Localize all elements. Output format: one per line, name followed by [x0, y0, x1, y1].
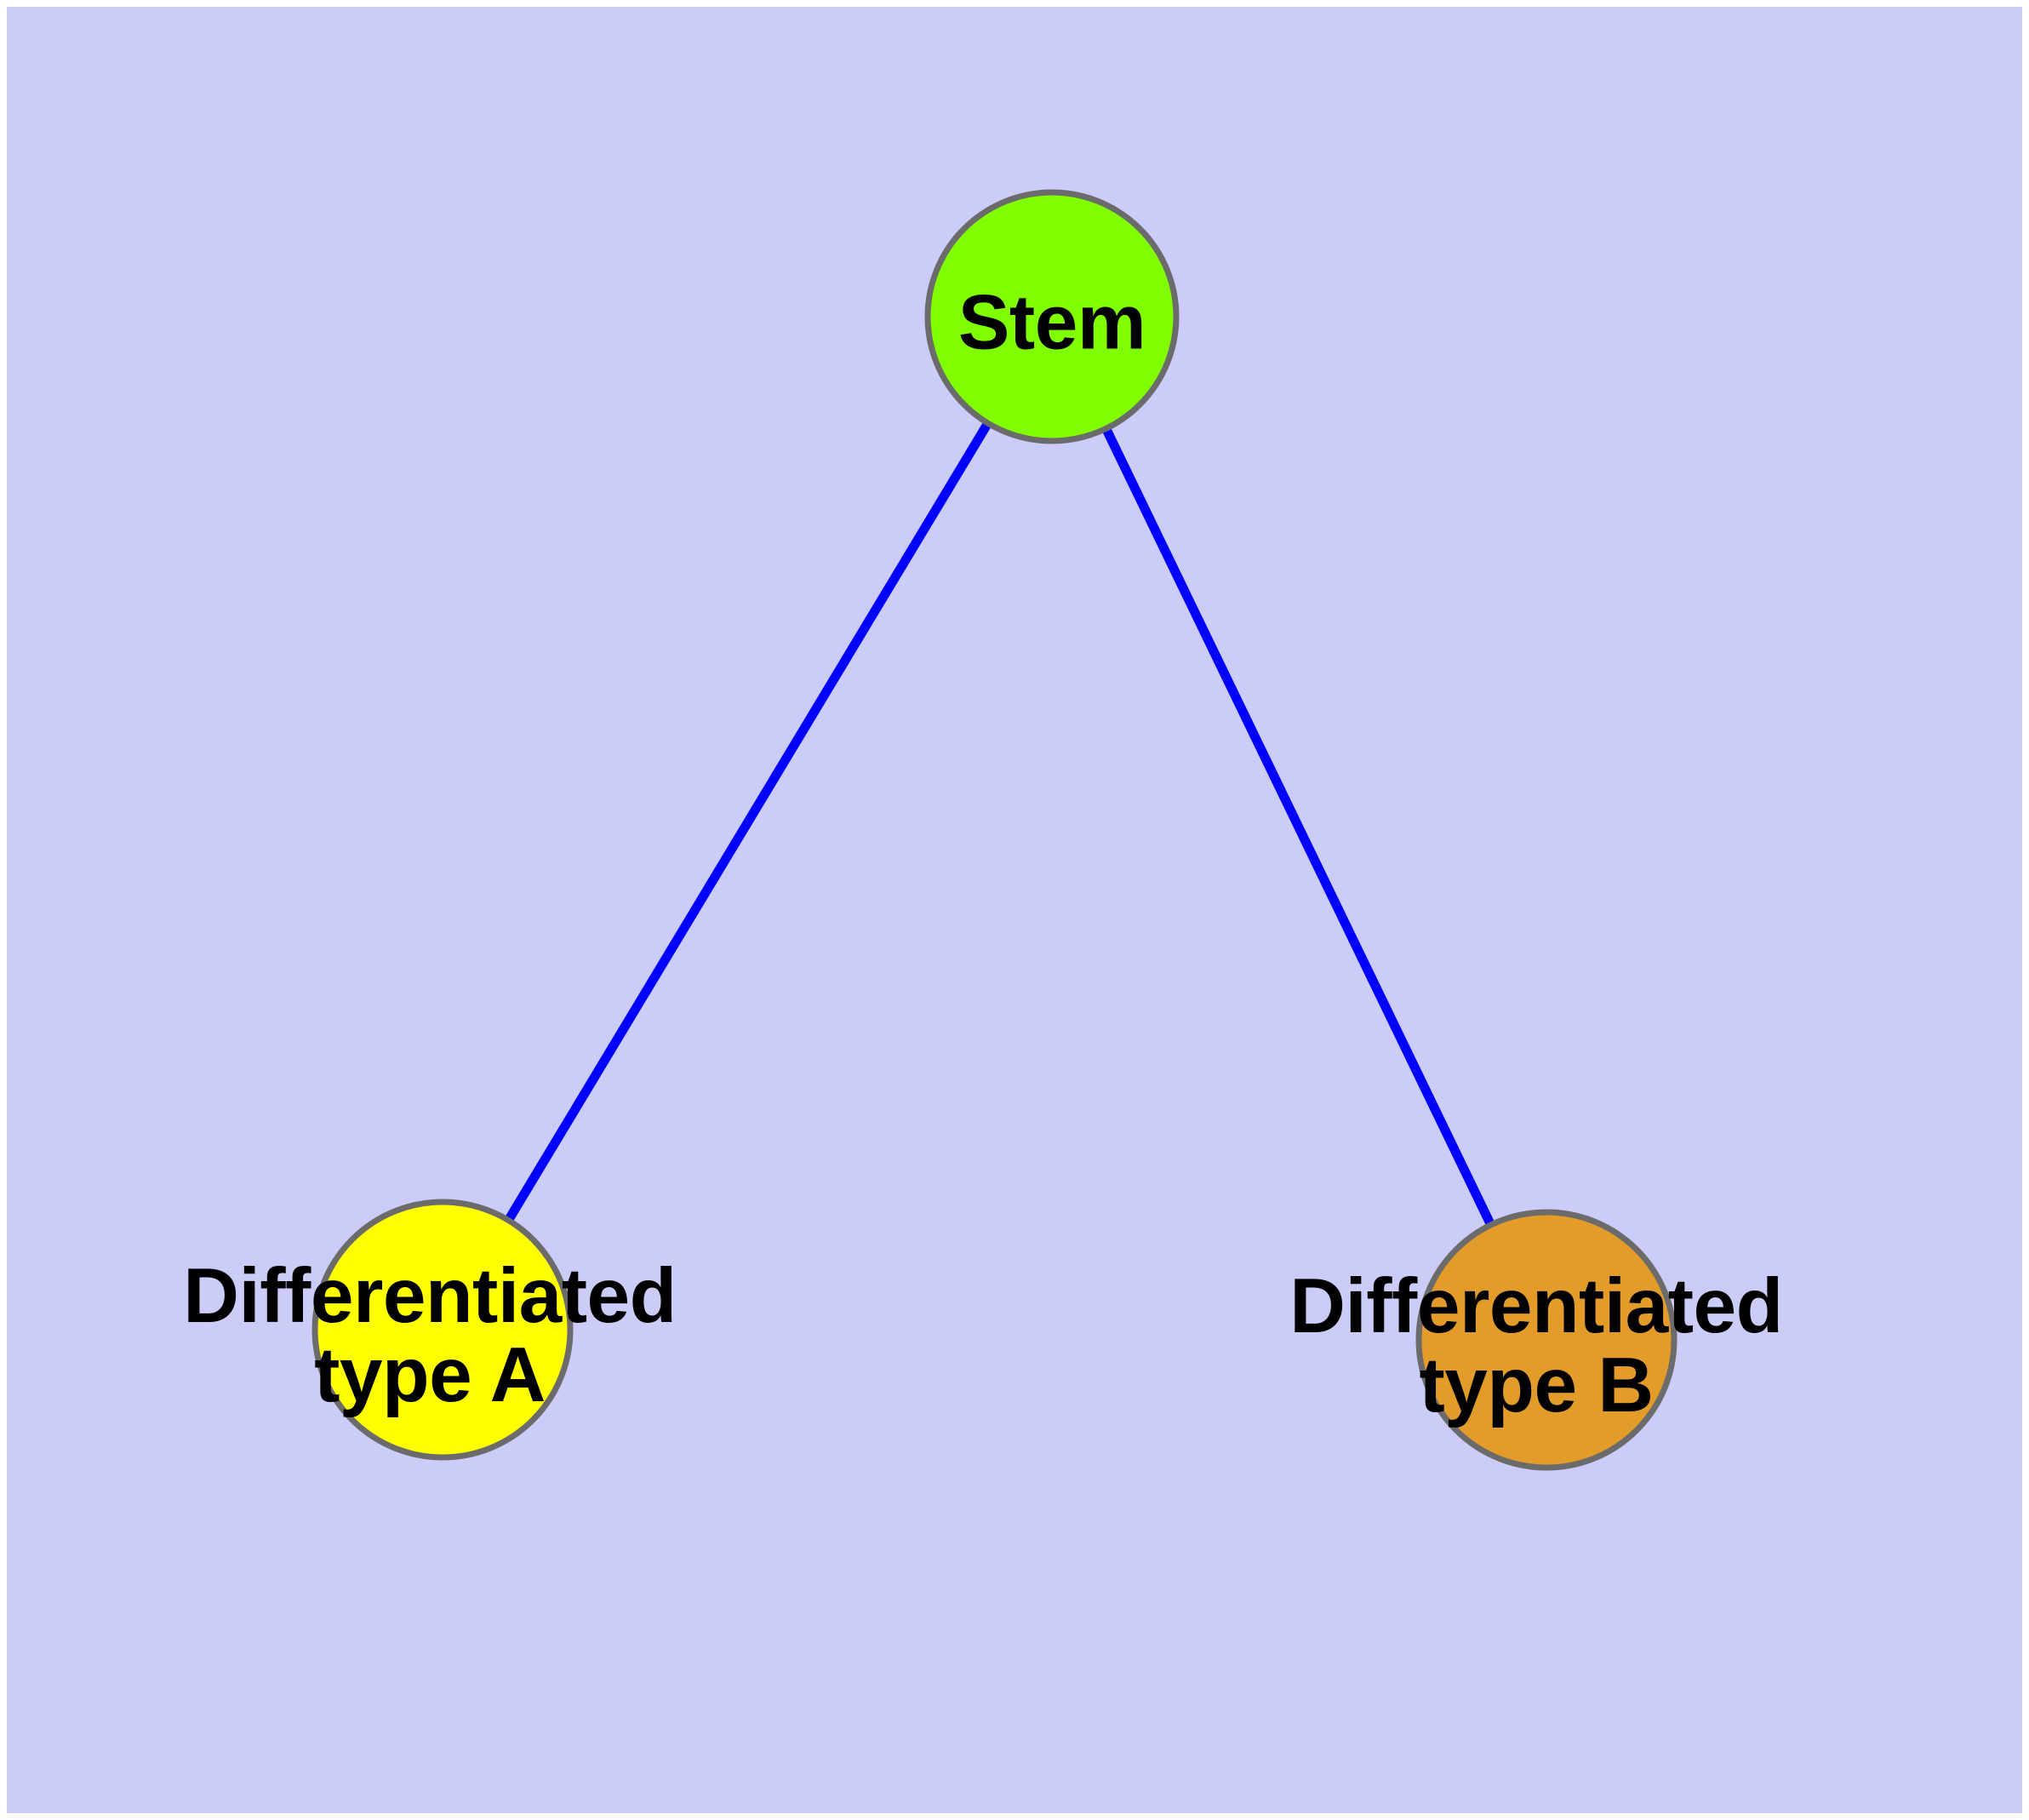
edges-group	[503, 419, 1496, 1229]
edge-stem-to-differentiated-type-a[interactable]	[503, 419, 993, 1225]
node-differentiated-type-b-circle[interactable]	[1415, 1209, 1677, 1471]
graph-svg	[311, 189, 1677, 1471]
edge-stem-to-differentiated-type-b[interactable]	[1100, 425, 1496, 1229]
node-differentiated-type-a-circle[interactable]	[311, 1199, 574, 1461]
node-stem-circle[interactable]	[924, 189, 1180, 444]
diagram-plot-area: Stem Differentiated type A Differentiate…	[7, 7, 2022, 1813]
nodes-group	[311, 189, 1677, 1471]
